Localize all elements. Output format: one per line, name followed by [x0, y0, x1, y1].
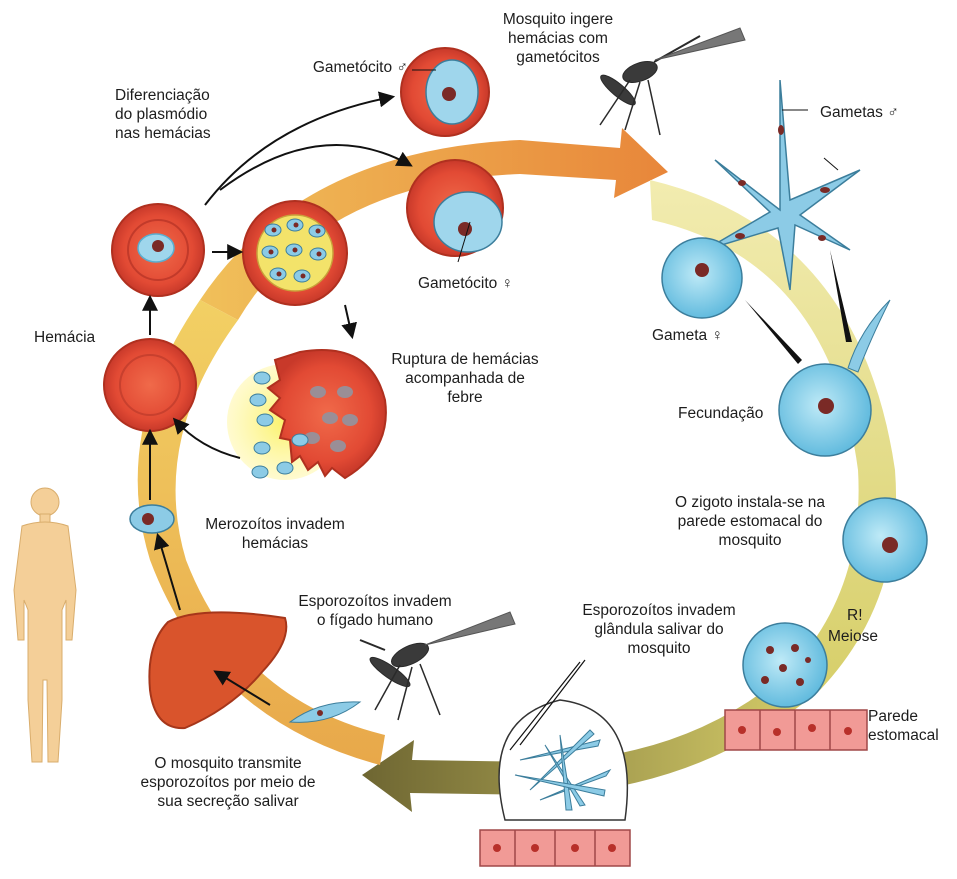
schizont-cell [243, 201, 347, 305]
label-gamete-female: Gameta ♀ [652, 326, 752, 345]
label-mosquito-transmits: O mosquito transmite esporozoítos por me… [118, 754, 338, 811]
human-body-silhouette [14, 488, 76, 762]
label-sporozoites-gland: Esporozoítos invadem glândula salivar do… [560, 601, 758, 658]
red-cell-hemacia [104, 339, 196, 431]
label-meiosis: Meiose [828, 627, 898, 646]
label-rupture: Ruptura de hemácias acompanhada de febre [375, 350, 555, 407]
zygote-cell [843, 498, 927, 582]
gametocyte-female-cell [407, 160, 503, 256]
merozoite-cell [130, 505, 174, 533]
label-merozoites: Merozoítos invadem hemácias [190, 515, 360, 553]
gametocyte-male-cell [401, 48, 489, 136]
label-gametocyte-female: Gametócito ♀ [418, 274, 548, 293]
label-red-cell: Hemácia [34, 328, 124, 347]
label-mosquito-ingests: Mosquito ingere hemácias com gametócitos [488, 10, 628, 67]
salivary-gland [480, 660, 630, 866]
label-gametocyte-male: Gametócito ♂ [272, 58, 408, 77]
label-differentiation: Diferenciação do plasmódio nas hemácias [115, 86, 245, 143]
label-meiosis-r: R! [847, 606, 877, 625]
label-stomach-wall: Parede estomacal [868, 707, 956, 745]
label-gametes-male: Gametas ♂ [820, 103, 930, 122]
red-cell-infected-early [112, 204, 204, 296]
label-zygote: O zigoto instala-se na parede estomacal … [652, 493, 848, 550]
stomach-wall-tissue [725, 710, 867, 750]
label-fertilization: Fecundação [678, 404, 788, 423]
female-gamete [662, 238, 742, 318]
rupture-cell [227, 350, 386, 480]
label-sporozoites-liver: Esporozoítos invadem o fígado humano [275, 592, 475, 630]
